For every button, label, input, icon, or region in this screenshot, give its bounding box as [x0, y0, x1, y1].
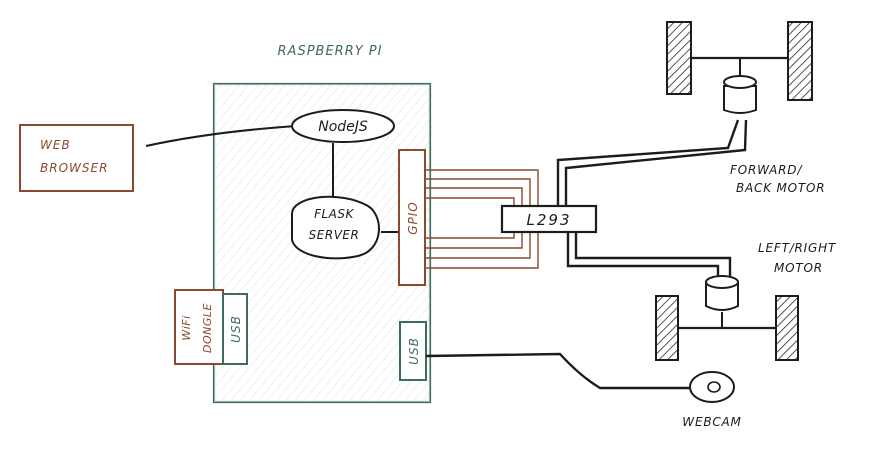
pi-title: RASPBERRY PI — [278, 44, 383, 59]
usb-right-port: USB — [399, 321, 427, 381]
usb-left-label: USB — [229, 315, 243, 343]
fb-motor-label-2: BACK MOTOR — [736, 181, 825, 195]
usb-left-port: USB — [222, 293, 248, 365]
wifi-label-2: DONGLE — [201, 303, 214, 353]
gpio-l293-wires — [426, 169, 539, 269]
lr-motor-label-2: MOTOR — [774, 261, 823, 275]
webcam-label: WEBCAM — [682, 415, 741, 429]
lr-motor-label-1: LEFT/RIGHT — [758, 241, 837, 255]
webcam — [689, 371, 735, 403]
flask-label-1: FLASK — [314, 207, 354, 221]
usb-webcam-link — [425, 352, 692, 390]
motor-wires — [556, 119, 748, 278]
l293-chip: L293 — [500, 204, 598, 234]
web-browser-box: WEB BROWSER — [19, 124, 134, 192]
left-right-motor-assembly — [655, 275, 799, 361]
wifi-label-1: WiFi — [180, 315, 193, 340]
flask-server-node: FLASK SERVER — [291, 195, 380, 260]
usb-right-label: USB — [407, 337, 421, 365]
fb-motor-label-1: FORWARD/ — [730, 163, 803, 177]
wifi-dongle: WiFi DONGLE — [174, 289, 224, 365]
browser-nodejs-link — [145, 125, 297, 147]
web-browser-label-2: BROWSER — [40, 161, 108, 175]
nodejs-label: NodeJS — [318, 119, 368, 135]
l293-label: L293 — [527, 211, 572, 229]
forward-back-motor-assembly — [666, 21, 813, 114]
gpio-header: GPIO — [398, 149, 426, 286]
nodejs-node: NodeJS — [291, 109, 395, 143]
flask-label-2: SERVER — [309, 228, 360, 242]
web-browser-label-1: WEB — [40, 138, 71, 152]
gpio-label: GPIO — [406, 201, 420, 235]
